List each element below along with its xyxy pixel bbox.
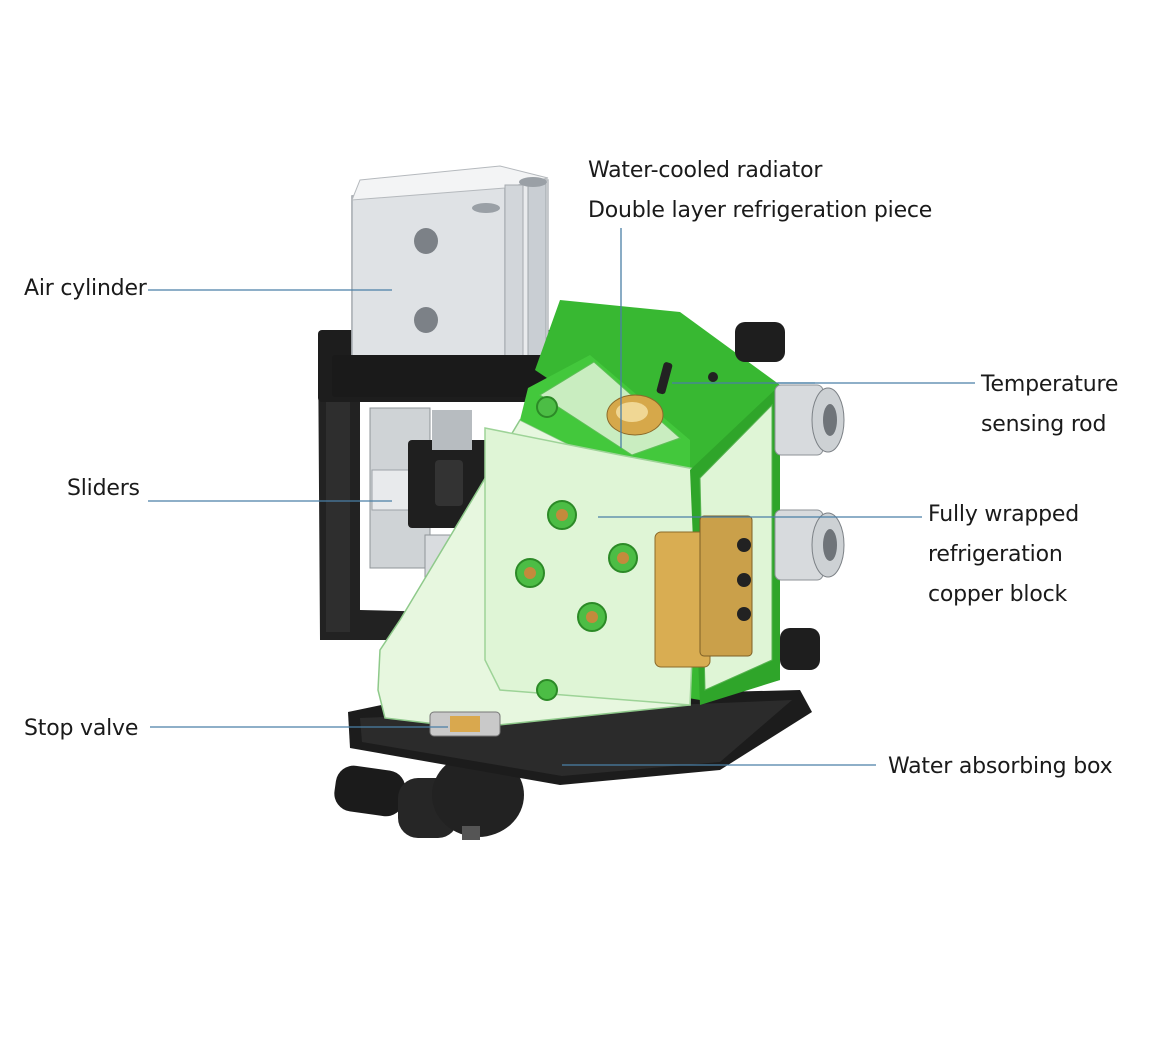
label-copper-block-line-1: Fully wrapped	[928, 502, 1079, 527]
sliders-shape	[369, 407, 503, 596]
stop-valve-shape	[429, 711, 501, 737]
right-fittings	[735, 322, 845, 670]
label-double-layer-piece: Double layer refrigeration piece	[588, 198, 933, 223]
label-copper-block: Fully wrapped refrigeration copper block	[928, 495, 1079, 615]
label-temperature-rod-line-1: Temperature	[981, 372, 1119, 397]
label-temperature-rod: Temperature sensing rod	[981, 365, 1118, 445]
black-bracket	[318, 338, 470, 640]
label-copper-block-line-2: refrigeration	[928, 542, 1063, 567]
label-sliders: Sliders	[67, 476, 140, 501]
label-water-absorbing-box: Water absorbing box	[888, 754, 1113, 779]
label-air-cylinder: Air cylinder	[24, 276, 147, 301]
label-water-cooled-radiator: Water-cooled radiator	[588, 158, 823, 183]
label-stop-valve: Stop valve	[24, 716, 139, 741]
air-cylinder-shape	[332, 165, 552, 397]
label-copper-block-line-3: copper block	[928, 582, 1068, 607]
leader-lines	[148, 228, 975, 766]
copper-block-shape	[654, 515, 753, 668]
label-temperature-rod-line-2: sensing rod	[981, 412, 1107, 437]
